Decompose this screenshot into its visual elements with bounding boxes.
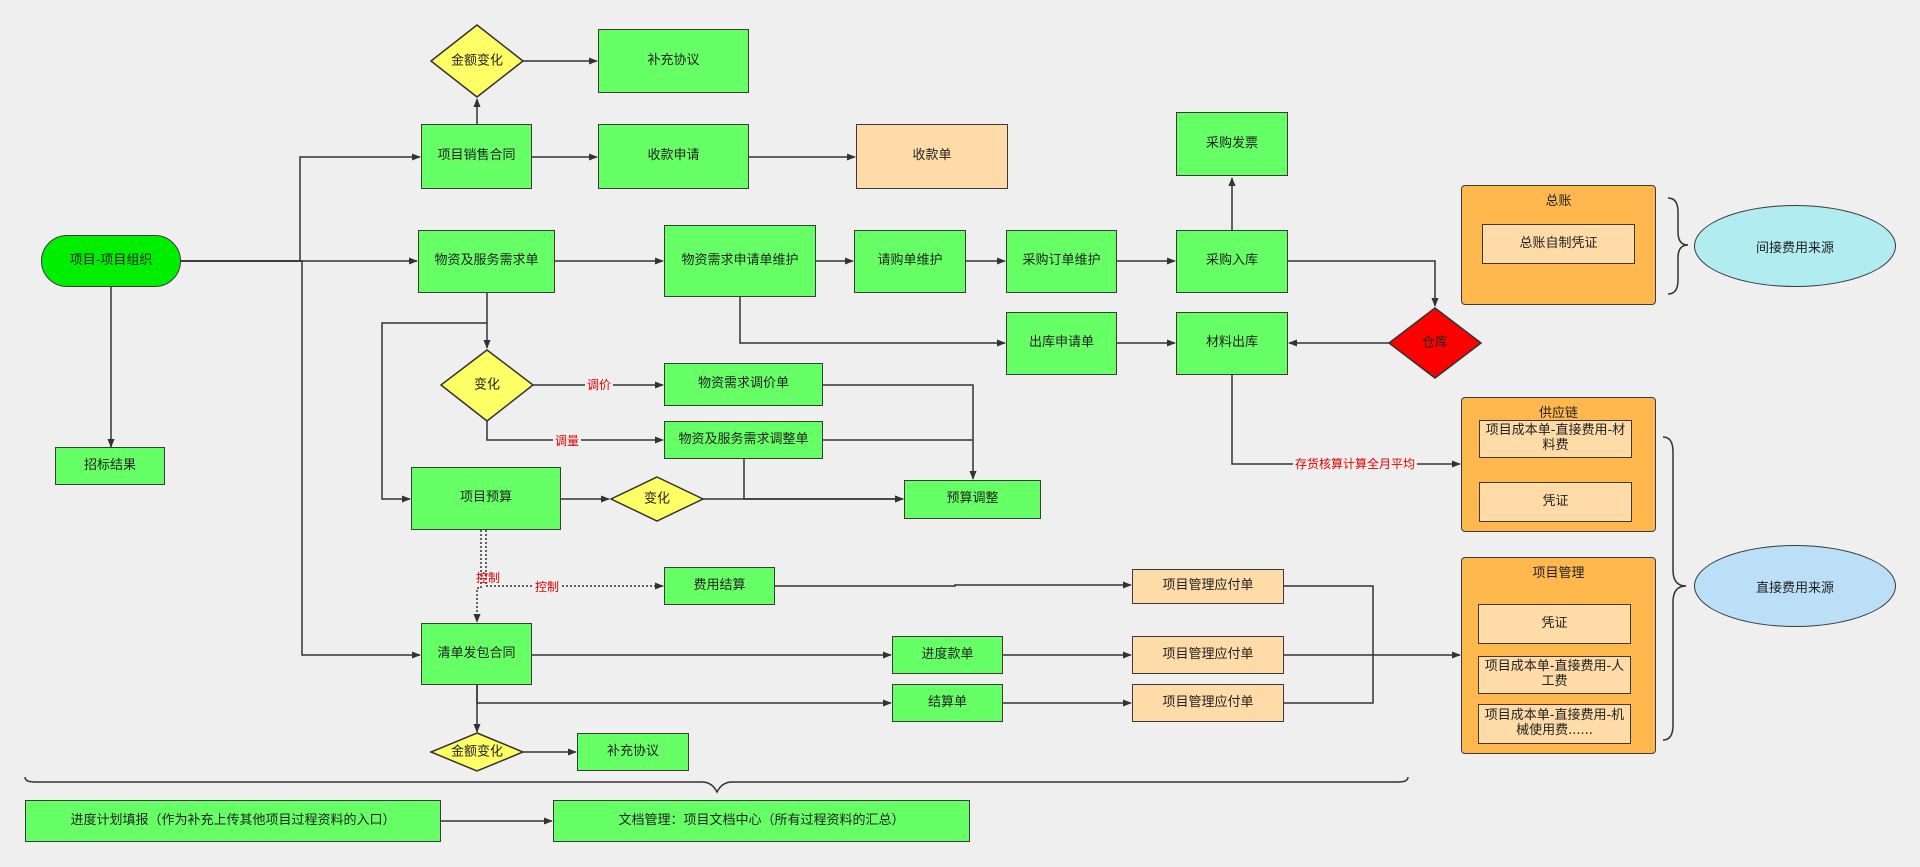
diamond-amount-change-bottom xyxy=(429,732,525,772)
node-qty-adjust[interactable]: 物资及服务需求调整单 xyxy=(664,421,823,459)
edge-price-adjust xyxy=(823,384,977,480)
edge-expense-payable xyxy=(775,581,1132,589)
node-collection-apply[interactable]: 收款申请 xyxy=(598,124,749,189)
node-progress-bill[interactable]: 进度款单 xyxy=(892,636,1003,674)
edge-budget-expense-control xyxy=(485,530,664,590)
edge-maint-outapply xyxy=(739,296,1006,347)
brace-direct xyxy=(1662,436,1687,741)
node-material-out[interactable]: 材料出库 xyxy=(1176,312,1288,375)
brace-indirect xyxy=(1667,197,1689,295)
node-budget[interactable]: 项目预算 xyxy=(411,467,561,530)
node-purchase-invoice[interactable]: 采购发票 xyxy=(1176,112,1288,176)
group-ledger: 总账 总账自制凭证 xyxy=(1461,185,1656,305)
diamond-change-2-label: 变化 xyxy=(644,491,670,507)
node-start[interactable]: 项目-项目组织 xyxy=(41,235,181,287)
project-item-voucher[interactable]: 凭证 xyxy=(1478,604,1631,644)
node-demand-maint[interactable]: 物资需求申请单维护 xyxy=(664,225,816,297)
diamond-change-1-label: 变化 xyxy=(474,377,500,393)
node-payable-1[interactable]: 项目管理应付单 xyxy=(1132,569,1284,604)
edge-label-control-2: 控制 xyxy=(533,580,562,594)
node-material-demand[interactable]: 物资及服务需求单 xyxy=(418,230,555,293)
edge-boq-settle xyxy=(476,685,892,707)
ellipse-direct-cost[interactable]: 直接费用来源 xyxy=(1694,545,1896,627)
diamond-amount-change-top xyxy=(429,24,525,98)
edge-label-control-1: 控制 xyxy=(476,571,501,585)
edge-payable1-group xyxy=(1284,585,1374,655)
node-price-adjust[interactable]: 物资需求调价单 xyxy=(664,363,823,406)
node-budget-adjust[interactable]: 预算调整 xyxy=(904,480,1041,519)
node-settle-bill[interactable]: 结算单 xyxy=(892,684,1003,722)
node-po-maint[interactable]: 采购订单维护 xyxy=(1006,230,1117,293)
supply-item-material-cost[interactable]: 项目成本单-直接费用-材料费 xyxy=(1479,420,1632,458)
diamond-change-2 xyxy=(609,476,705,522)
diamond-amount-change-top-label: 金额变化 xyxy=(451,53,503,69)
node-supplement-top[interactable]: 补充协议 xyxy=(598,29,749,93)
node-sales-contract[interactable]: 项目销售合同 xyxy=(421,124,532,189)
edge-start-boq xyxy=(181,260,421,659)
node-supplement-bottom[interactable]: 补充协议 xyxy=(577,733,689,771)
project-item-labor-cost[interactable]: 项目成本单-直接费用-人工费 xyxy=(1478,656,1631,694)
edge-start-sales xyxy=(181,153,421,262)
node-pr-maint[interactable]: 请购单维护 xyxy=(854,230,966,293)
ellipse-indirect-cost[interactable]: 间接费用来源 xyxy=(1694,205,1896,287)
diamond-warehouse xyxy=(1387,307,1483,379)
node-receipt[interactable]: 收款单 xyxy=(856,124,1008,189)
node-progress-plan[interactable]: 进度计划填报（作为补充上传其他项目过程资料的入口） xyxy=(25,800,441,842)
node-expense-settle[interactable]: 费用结算 xyxy=(664,567,775,605)
diamond-warehouse-label: 仓库 xyxy=(1422,335,1448,351)
edge-out-supply xyxy=(1231,375,1461,468)
node-boq-contract[interactable]: 清单发包合同 xyxy=(421,623,532,685)
node-doc-mgmt[interactable]: 文档管理：项目文档中心（所有过程资料的汇总） xyxy=(553,800,970,842)
node-purchase-in[interactable]: 采购入库 xyxy=(1176,230,1288,293)
project-item-machine-cost[interactable]: 项目成本单-直接费用-机械使用费...... xyxy=(1478,704,1631,744)
node-payable-2[interactable]: 项目管理应付单 xyxy=(1132,636,1284,674)
node-bid-result[interactable]: 招标结果 xyxy=(55,447,165,485)
group-supply: 供应链 项目成本单-直接费用-材料费 凭证 xyxy=(1461,397,1656,532)
brace-bottom xyxy=(24,776,1409,794)
edge-label-price: 调价 xyxy=(585,378,614,392)
edge-label-inventory: 存货核算计算全月平均 xyxy=(1293,457,1418,471)
supply-item-voucher[interactable]: 凭证 xyxy=(1479,482,1632,522)
edge-budget-boq-control xyxy=(473,530,482,623)
edge-qty-budgetadj xyxy=(743,459,904,503)
group-supply-title: 供应链 xyxy=(1538,406,1578,421)
group-ledger-title: 总账 xyxy=(1545,194,1572,209)
node-outbound-apply[interactable]: 出库申请单 xyxy=(1006,312,1117,375)
edge-demand-budget xyxy=(381,322,487,503)
edge-payable3-group xyxy=(1284,655,1374,704)
edge-label-qty: 调量 xyxy=(553,434,582,448)
diamond-change-1 xyxy=(439,349,535,422)
node-payable-3[interactable]: 项目管理应付单 xyxy=(1132,684,1284,722)
group-project: 项目管理 凭证 项目成本单-直接费用-人工费 项目成本单-直接费用-机械使用费.… xyxy=(1461,557,1656,754)
ledger-item-voucher[interactable]: 总账自制凭证 xyxy=(1482,224,1635,264)
group-project-title: 项目管理 xyxy=(1532,566,1585,581)
edge-change-qty xyxy=(486,421,664,444)
edge-in-warehouse xyxy=(1288,260,1439,307)
diamond-amount-change-bottom-label: 金额变化 xyxy=(451,744,503,760)
